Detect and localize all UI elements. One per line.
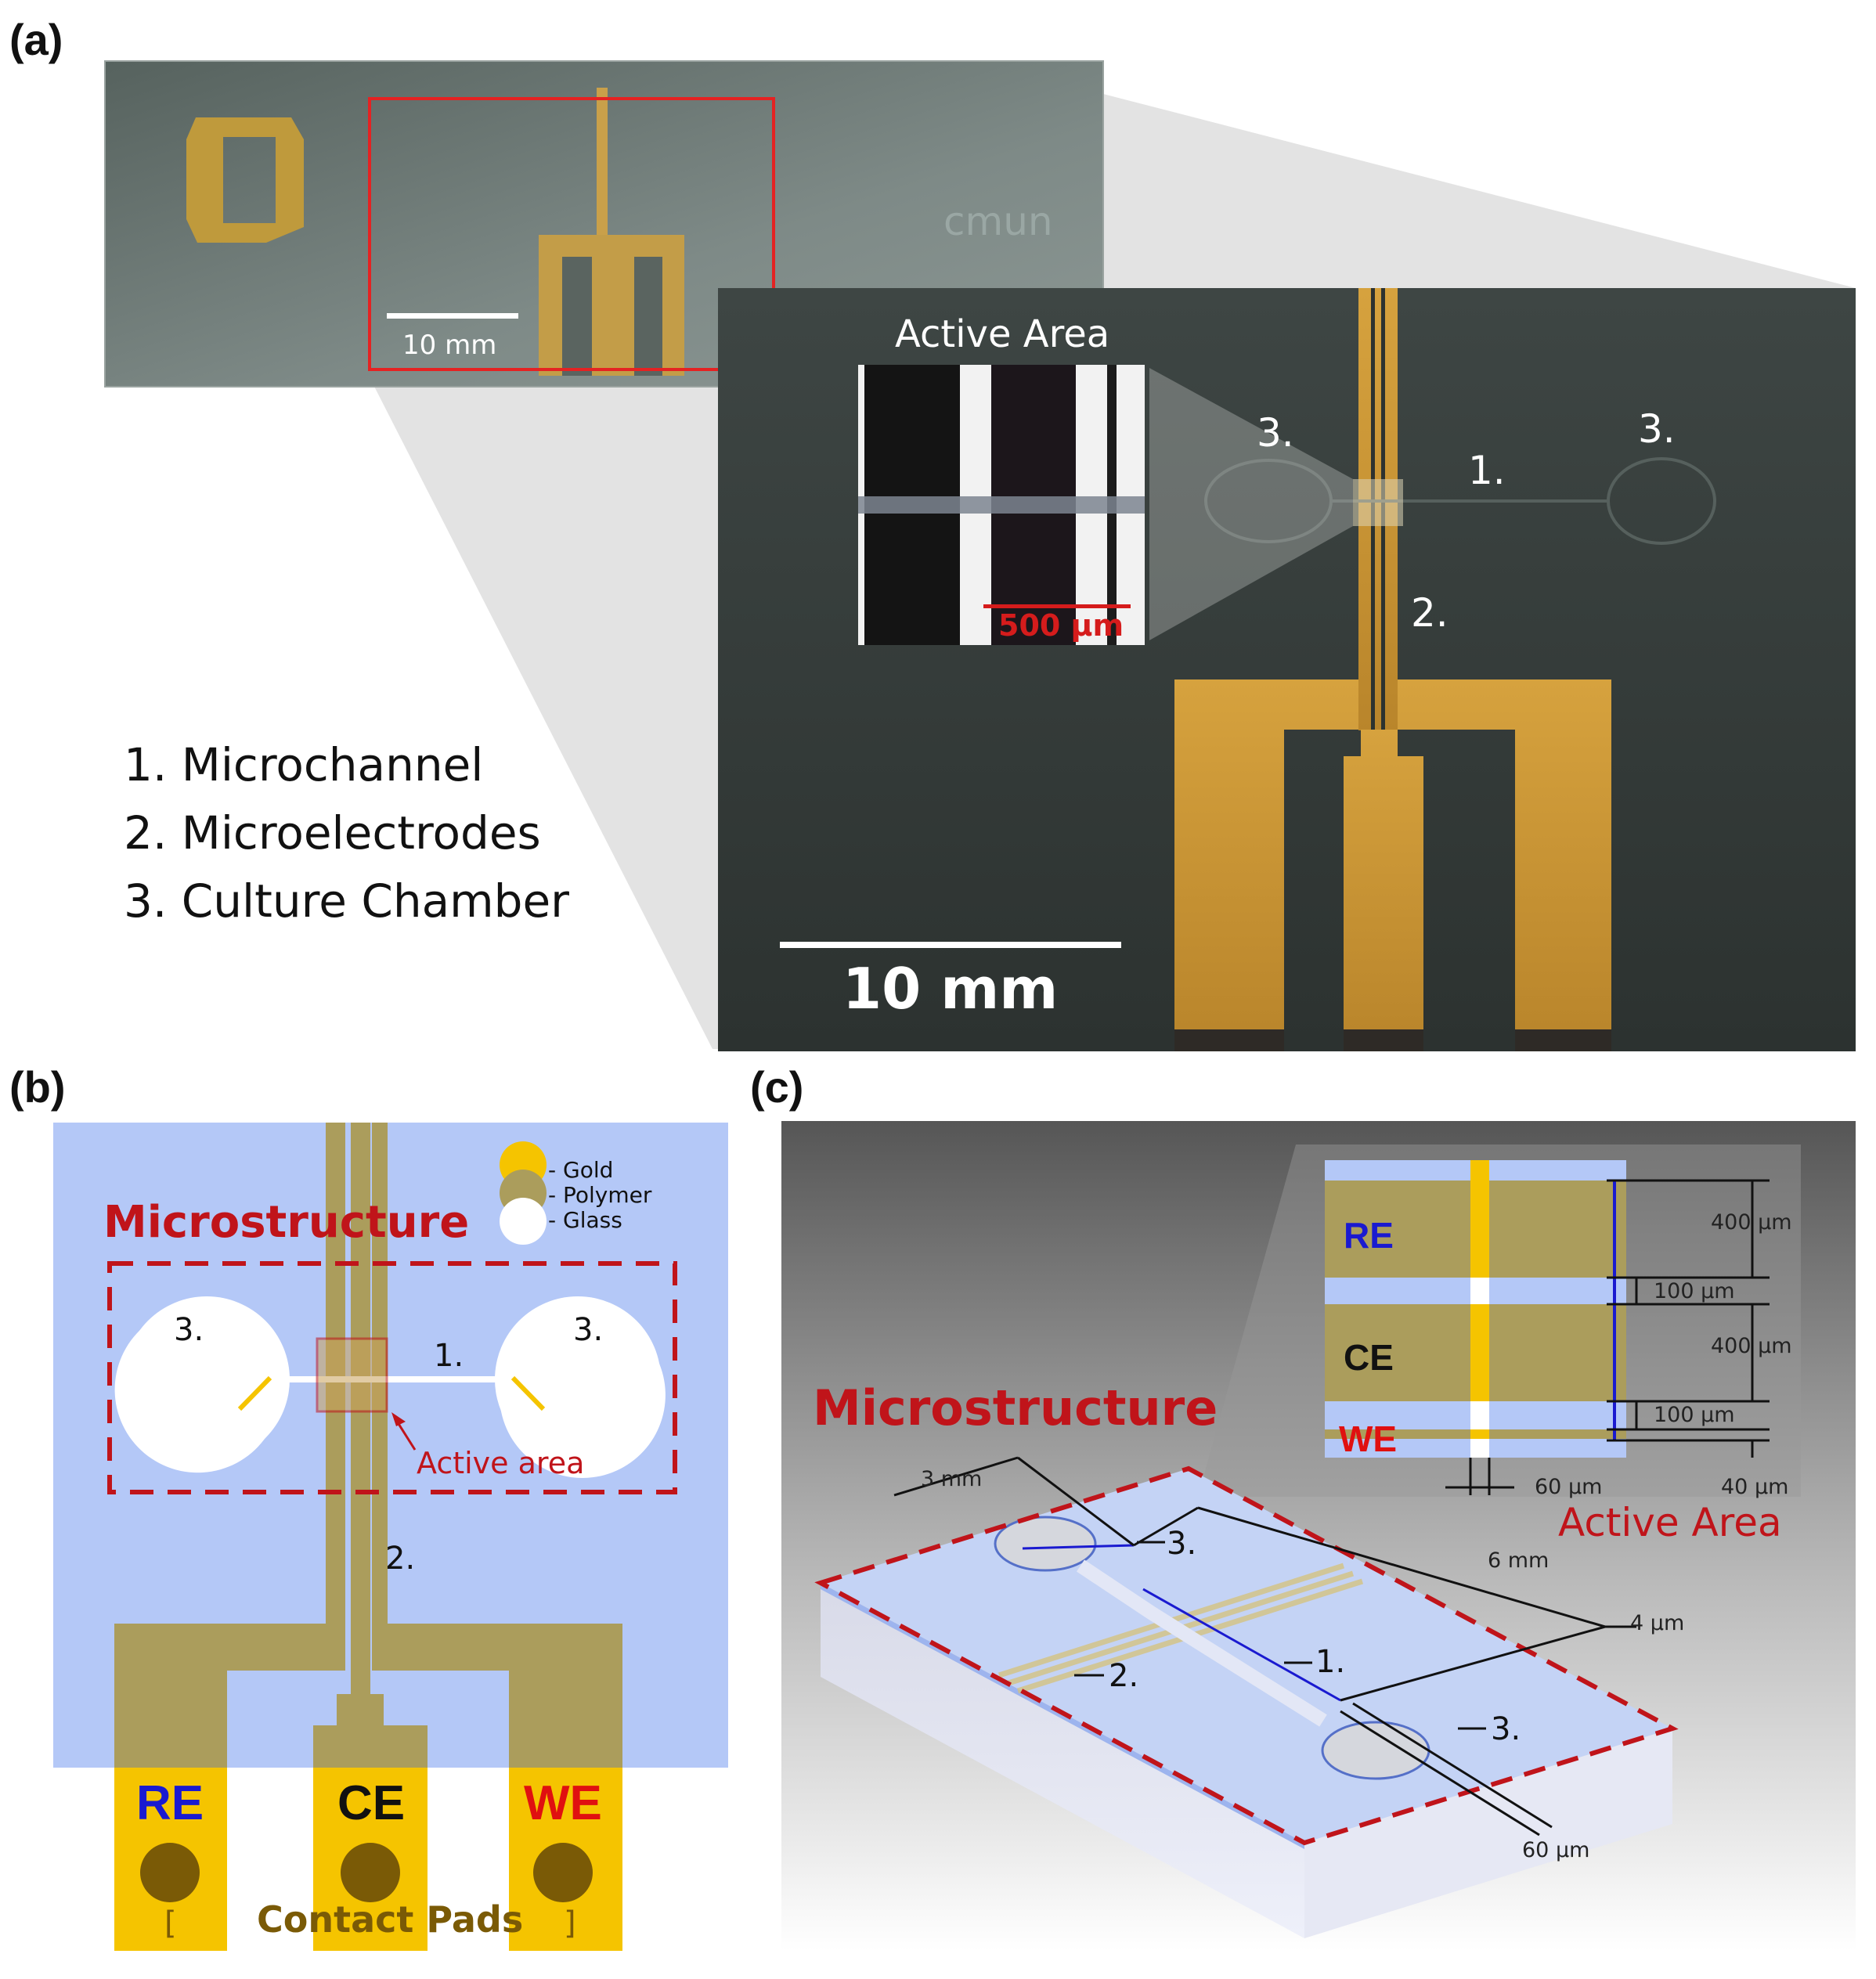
- active-area-highlight: [1353, 479, 1403, 526]
- slide-scale-bar: [387, 313, 518, 319]
- legend-item-1: 1. Microchannel: [124, 738, 483, 791]
- ce-pad-label: CE: [337, 1776, 405, 1830]
- re-pad-dot: [140, 1843, 200, 1902]
- photo-label-channel: 1.: [1468, 448, 1506, 493]
- pad-bracket-left: [: [164, 1905, 177, 1941]
- c-active-area-label: Active Area: [1558, 1500, 1782, 1545]
- legend-glass-swatch: [500, 1198, 547, 1245]
- legend-gold-label: - Gold: [548, 1157, 613, 1183]
- slide-electrode-traces: [539, 88, 684, 376]
- photo-scale-bar: [780, 942, 1121, 948]
- slide-scale-label: 10 mm: [402, 330, 496, 361]
- active-area-pointer: [395, 1419, 417, 1451]
- we-pad-label: WE: [524, 1776, 602, 1830]
- dim-400a: 400 µm: [1711, 1210, 1792, 1235]
- legend-item-2: 2. Microelectrodes: [124, 806, 541, 860]
- panel-b-title: Microstructure: [103, 1197, 469, 1248]
- inset-projection: [1149, 368, 1353, 640]
- dim-400b: 400 µm: [1711, 1334, 1792, 1358]
- gold-line-left: [237, 1375, 272, 1411]
- panel-c-label: (c): [750, 1062, 803, 1112]
- dim-40um: 40 µm: [1721, 1475, 1788, 1499]
- contact-pads-label: Contact Pads: [257, 1898, 523, 1941]
- re-pad-label: RE: [136, 1776, 204, 1830]
- c-dimension-lines: [893, 1456, 1636, 1837]
- microstructure-boundary: [107, 1261, 677, 1494]
- c-label-chamber-top: 3.: [1167, 1526, 1196, 1562]
- photo-label-chamber-left: 3.: [1257, 410, 1294, 456]
- cmun-logo-text: cmun: [943, 199, 1053, 244]
- active-area-box: [316, 1337, 388, 1413]
- c-label-channel: 1.: [1315, 1644, 1345, 1680]
- c-electrode-inset: [1325, 1160, 1626, 1458]
- inset-title: Active Area: [895, 312, 1109, 356]
- photo-label-electrodes: 2.: [1411, 590, 1448, 636]
- legend-polymer-label: - Polymer: [548, 1182, 652, 1208]
- ce-pad-dot: [341, 1843, 400, 1902]
- dim-60um-inset: 60 µm: [1535, 1475, 1602, 1499]
- c-label-chamber-bottom: 3.: [1491, 1711, 1521, 1747]
- dim-60um: 60 µm: [1522, 1838, 1589, 1862]
- zoom-projection-left: [369, 376, 720, 1049]
- we-pad-dot: [533, 1843, 593, 1902]
- university-logo: [186, 117, 304, 243]
- b-label-electrodes: 2.: [385, 1541, 415, 1577]
- b-label-chamber-right: 3.: [573, 1312, 603, 1348]
- dim-4um: 4 µm: [1630, 1611, 1684, 1635]
- dim-100b: 100 µm: [1654, 1403, 1735, 1427]
- pad-bracket-right: ]: [564, 1905, 576, 1941]
- dim-6mm: 6 mm: [1488, 1548, 1549, 1573]
- c-chamber-bottom: [1321, 1721, 1430, 1780]
- inset-scale-label: 500 µm: [998, 608, 1124, 643]
- b-label-channel: 1.: [434, 1338, 464, 1374]
- c-label-electrodes: 2.: [1109, 1658, 1138, 1694]
- c-chamber-top: [994, 1516, 1097, 1572]
- legend-glass-label: - Glass: [548, 1207, 622, 1233]
- zoom-region-box: [368, 97, 775, 371]
- active-area-inset: [858, 365, 1145, 645]
- legend-item-3: 3. Culture Chamber: [124, 874, 569, 928]
- panel-b-label: (b): [9, 1062, 66, 1112]
- c-re-label: RE: [1344, 1215, 1394, 1256]
- c-inset-dimension-ticks: [1445, 1179, 1770, 1495]
- panel-c-title: Microstructure: [813, 1379, 1218, 1436]
- dim-100a: 100 µm: [1654, 1279, 1735, 1303]
- c-we-label: WE: [1339, 1418, 1397, 1459]
- gold-line-right: [510, 1375, 546, 1411]
- c-microstructure-boundary: [814, 1465, 1679, 1846]
- c-label-arrows: [1074, 1541, 1486, 1730]
- photo-scale-label: 10 mm: [842, 956, 1058, 1022]
- b-active-area-label: Active area: [417, 1446, 584, 1480]
- photo-label-chamber-right: 3.: [1638, 406, 1676, 452]
- chip-side: [821, 1583, 1304, 1938]
- chip-front: [1304, 1728, 1672, 1938]
- dim-3mm: 3 mm: [921, 1467, 982, 1491]
- c-ce-label: CE: [1344, 1337, 1394, 1378]
- c-microchannel: [1077, 1559, 1327, 1727]
- b-label-chamber-left: 3.: [174, 1312, 204, 1348]
- microchannel: [276, 1376, 507, 1382]
- panel-a-label: (a): [9, 15, 63, 64]
